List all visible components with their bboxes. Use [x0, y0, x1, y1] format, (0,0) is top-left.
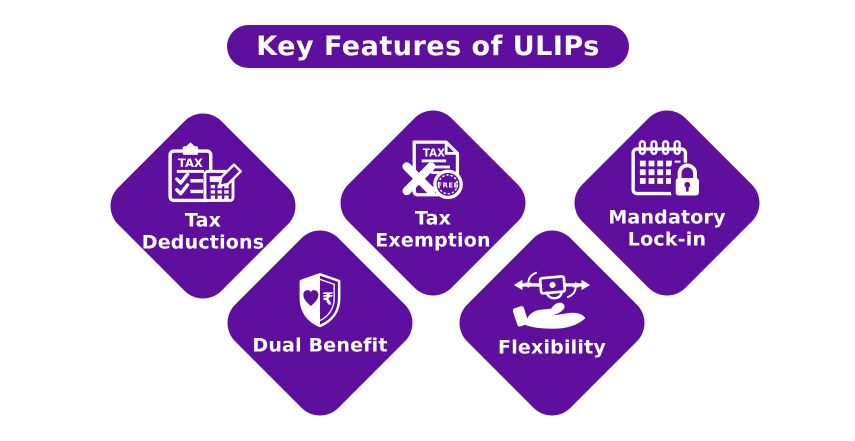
calendar-lock-icon	[631, 140, 704, 198]
title-banner: Key Features of ULIPs	[227, 25, 629, 68]
tax-document-free-stamp-icon: TAX FREE	[402, 140, 463, 200]
rupee-symbol-text: ₹	[322, 289, 334, 308]
feature-label: Mandatory Lock-in	[608, 206, 726, 250]
clipboard-tax-calculator-icon: TAX	[168, 142, 242, 203]
feature-label: Tax Deductions	[141, 209, 265, 253]
feature-label: Flexibility	[498, 336, 606, 359]
shield-heart-rupee-icon: ₹	[299, 273, 341, 328]
feature-label: Dual Benefit	[252, 334, 388, 357]
feature-label: Tax Exemption	[375, 207, 491, 251]
stamp-free-text: FREE	[437, 181, 459, 190]
document-tax-text: TAX	[423, 148, 445, 160]
hand-money-arrows-icon	[512, 271, 591, 329]
clipboard-tax-text: TAX	[178, 156, 203, 170]
page-title: Key Features of ULIPs	[256, 31, 600, 62]
